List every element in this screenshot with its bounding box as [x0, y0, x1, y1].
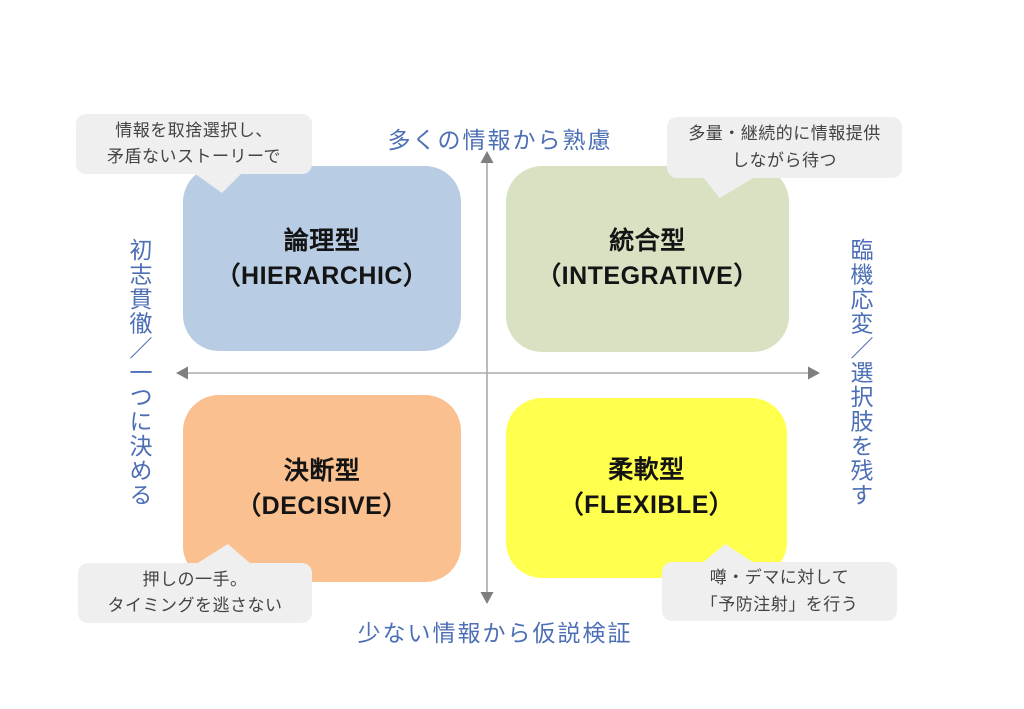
quadrant-title-en: （HIERARCHIC） — [215, 261, 429, 290]
quadrant-title-jp: 統合型 — [609, 227, 686, 255]
down-arrowhead-icon — [480, 592, 494, 604]
quadrant-box-integrative: 統合型 （INTEGRATIVE） — [506, 166, 789, 352]
callout-line: 「予防注射」を行う — [700, 594, 859, 614]
left-arrowhead-icon — [176, 366, 188, 380]
callout-line: 情報を取捨選択し、 — [115, 120, 273, 140]
callout-decisive: 押しの一手。 タイミングを逃さない — [78, 544, 312, 623]
quadrant-title-jp: 決断型 — [283, 456, 361, 485]
quadrant-title: 決断型 （DECISIVE） — [236, 454, 408, 524]
up-arrowhead-icon — [480, 151, 494, 163]
callout-line: 押しの一手。 — [142, 569, 248, 589]
quadrant-title-en: （DECISIVE） — [236, 491, 408, 520]
horizontal-axis — [176, 366, 820, 380]
axis-label-bottom: 少ない情報から仮説検証 — [357, 620, 633, 646]
quadrant-title: 柔軟型 （FLEXIBLE） — [559, 453, 735, 523]
quadrant-title: 統合型 （INTEGRATIVE） — [536, 224, 759, 294]
callout-flexible: 噂・デマに対して 「予防注射」を行う — [662, 544, 897, 621]
quadrant-box-hierarchic: 論理型 （HIERARCHIC） — [183, 166, 461, 351]
callout-line: しながら待つ — [732, 150, 837, 170]
callout-integrative: 多量・継続的に情報提供 しながら待つ — [667, 117, 902, 198]
callout-line: 噂・デマに対して — [709, 568, 850, 588]
axis-label-right: 臨機応変／選択肢を残す — [847, 238, 873, 508]
callout-hierarchic: 情報を取捨選択し、 矛盾ないストーリーで — [76, 114, 312, 193]
vertical-axis — [480, 151, 494, 604]
quadrant-title-jp: 柔軟型 — [608, 456, 685, 484]
quadrant-box-flexible: 柔軟型 （FLEXIBLE） — [506, 398, 787, 578]
callout-line: タイミングを逃さない — [107, 596, 283, 615]
quadrant-box-decisive: 決断型 （DECISIVE） — [183, 395, 461, 582]
callout-line: 多量・継続的に情報提供 — [688, 124, 881, 144]
callout-line: 矛盾ないストーリーで — [107, 147, 281, 166]
right-arrowhead-icon — [808, 366, 820, 380]
axis-label-left: 初志貫徹／一つに決める — [126, 238, 152, 508]
axis-label-top: 多くの情報から熟慮 — [387, 127, 613, 153]
quadrant-title-jp: 論理型 — [283, 226, 361, 255]
quadrant-title-en: （INTEGRATIVE） — [536, 262, 759, 290]
quadrant-title-en: （FLEXIBLE） — [558, 491, 735, 519]
quadrant-title: 論理型 （HIERARCHIC） — [216, 224, 429, 294]
